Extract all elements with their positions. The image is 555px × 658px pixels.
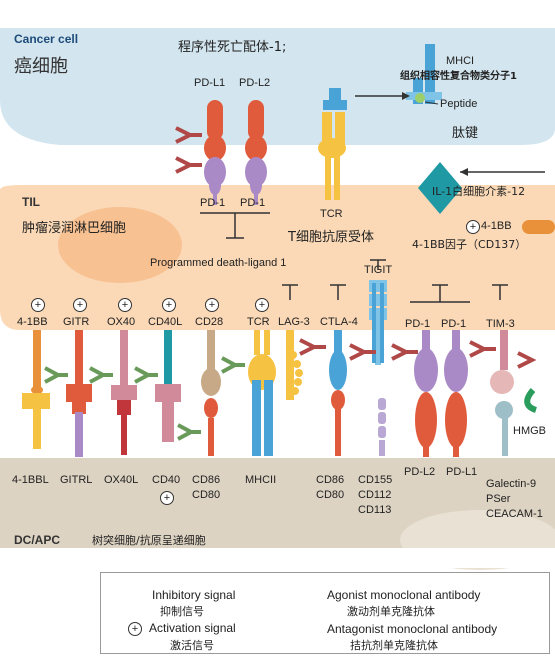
receptor-pd1-right xyxy=(444,330,468,457)
til-receptor-label: TCR xyxy=(247,316,270,328)
ligand-cd155 xyxy=(378,398,386,456)
antagonist-antibody-top xyxy=(175,126,202,174)
pdl1-top xyxy=(204,100,226,205)
cd137-annotation: 4-1BB因子（CD137） xyxy=(412,238,527,251)
peptide-cn-annotation: 肽键 xyxy=(452,126,479,141)
receptor-41bb xyxy=(22,330,50,449)
pd1-b-top-label: PD-1 xyxy=(240,197,266,209)
plus-icon-tcr: + xyxy=(255,298,269,312)
til-receptor-label: TIM-3 xyxy=(486,318,515,330)
plus-icon-41bb: + xyxy=(31,298,45,312)
ligand-cd112-label: CD112 xyxy=(358,489,392,501)
dc-apc-cn-label: 树突细胞/抗原呈递细胞 xyxy=(92,534,206,547)
plus-icon-cd28: + xyxy=(205,298,219,312)
tcr-top xyxy=(318,88,347,200)
ligand-pdl1-label: PD-L1 xyxy=(446,466,478,478)
dc-apc-label: DC/APC xyxy=(14,533,61,547)
til-inhibition-lines xyxy=(282,259,508,303)
il12-diamond xyxy=(418,162,462,214)
til-receptor-label: CTLA-4 xyxy=(320,316,358,328)
ligand-galectin-label: Galectin-9 xyxy=(486,478,537,490)
receptor-ctla4 xyxy=(329,330,347,456)
tcr-top-label: TCR xyxy=(320,208,343,220)
til-receptor-label: PD-1 xyxy=(441,318,467,330)
plus-icon-gitr: + xyxy=(73,298,87,312)
peptide-label: Peptide xyxy=(440,98,478,110)
ligand-pser-label: PSer xyxy=(486,493,511,505)
ligand-mhcii-label: MHCII xyxy=(245,474,277,486)
legend-antagonist-cn: 拮抗剂单克隆抗体 xyxy=(350,639,438,652)
til-receptor-label: PD-1 xyxy=(405,318,431,330)
legend-inhibitory-cn: 抑制信号 xyxy=(160,605,204,618)
legend-agonist-label: Agonist monoclonal antibody xyxy=(327,588,481,602)
til-label: TIL xyxy=(22,195,40,209)
pdl-en-annotation: Programmed death-ligand 1 xyxy=(150,257,287,269)
receptor-cd40l xyxy=(155,330,181,442)
pdl2-top-label: PD-L2 xyxy=(239,77,271,89)
legend-agonist-cn: 激动剂单克隆抗体 xyxy=(347,605,435,618)
receptor-tcr-mhcii xyxy=(248,330,276,456)
tigit xyxy=(369,280,387,365)
cancer-cell-region xyxy=(0,28,555,145)
receptor-lag3 xyxy=(286,330,303,400)
ligand-ceacam-label: CEACAM-1 xyxy=(486,508,543,520)
legend-activation-label: Activation signal xyxy=(149,621,236,635)
til-receptor-label: 4-1BB xyxy=(17,316,48,328)
il12-annotation: IL-1白细胞介素-12 xyxy=(432,185,526,198)
mhci-top xyxy=(406,44,442,104)
ligand-gitrl-label: GITRL xyxy=(60,474,93,486)
til-receptor-label: CD40L xyxy=(148,316,183,328)
tigit-label: TIGIT xyxy=(364,264,393,276)
receptor-gitr xyxy=(66,330,92,457)
ligand-ox40l-label: OX40L xyxy=(104,474,139,486)
ligand-cd155-label: CD155 xyxy=(358,474,393,486)
peptide-pointer xyxy=(424,101,439,105)
mhci-label: MHCI xyxy=(446,55,475,67)
fourbb-top-label: 4-1BB xyxy=(481,220,512,232)
pd1-inhibition-top xyxy=(200,212,270,239)
til-receptor-label: CD28 xyxy=(195,316,224,328)
ligand-41bbl-label: 4-1BBL xyxy=(12,474,49,486)
antagonist-antibodies xyxy=(299,338,537,369)
ligand-cd40-label: CD40 xyxy=(152,474,181,486)
receptor-cd28 xyxy=(201,330,221,456)
til-receptor-label: LAG-3 xyxy=(278,316,310,328)
legend-antagonist-label: Antagonist monoclonal antibody xyxy=(327,622,498,636)
pdl1-top-label: PD-L1 xyxy=(194,77,226,89)
receptor-ox40 xyxy=(111,330,137,455)
fourbb-right xyxy=(522,220,555,234)
plus-icon-cd40: + xyxy=(160,491,174,505)
til-nucleus xyxy=(58,207,182,283)
receptor-pd1-left xyxy=(414,330,438,457)
agonist-antibodies xyxy=(44,356,245,441)
ligand-hmgb-label: HMGB xyxy=(513,425,546,437)
ligand-cd80-label: CD80 xyxy=(192,489,221,501)
pd1-a-top-label: PD-1 xyxy=(200,197,226,209)
ligand-cd86-label: CD86 xyxy=(192,474,221,486)
plus-icon-cd40l: + xyxy=(162,298,176,312)
ligand-pdl2-label: PD-L2 xyxy=(404,466,436,478)
ligand-cd113-label: CD113 xyxy=(358,504,392,516)
til-receptor-label: GITR xyxy=(63,316,90,328)
plus-icon-ox40: + xyxy=(118,298,132,312)
ligand-cd86b-label: CD86 xyxy=(316,474,345,486)
cancer-cell-label: Cancer cell xyxy=(14,32,79,46)
legend-box xyxy=(100,572,550,654)
pd1-cn-annotation: 程序性死亡配体-1; xyxy=(178,40,287,55)
ligand-cd80b-label: CD80 xyxy=(316,489,345,501)
tcr-cn-annotation: T细胞抗原受体 xyxy=(288,230,374,245)
legend-activation-cn: 激活信号 xyxy=(170,639,214,652)
receptor-tim3 xyxy=(490,330,538,456)
til-receptor-label: OX40 xyxy=(107,316,136,328)
til-cn-label: 肿瘤浸润淋巴细胞 xyxy=(22,221,127,236)
activation-legend-icon: + xyxy=(128,622,142,636)
pdl2-top xyxy=(245,100,267,205)
activation-plus-icon: + xyxy=(466,220,480,234)
legend-inhibitory-label: Inhibitory signal xyxy=(152,588,236,602)
mhc-cn-annotation: 组织相容性复合物类分子1 xyxy=(400,71,517,82)
cancer-cell-cn-label: 癌细胞 xyxy=(14,56,68,77)
